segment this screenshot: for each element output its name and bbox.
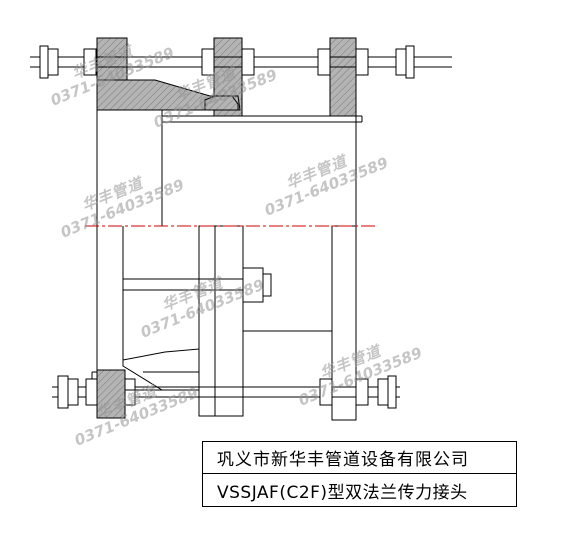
bottom-right-nut-l [319,378,333,406]
bottom-mid-nut-l [124,378,136,406]
bottom-left-flange [96,369,126,419]
bottom-left-nut-c [85,378,98,406]
bottom-right-nut-outer-a [377,378,389,406]
mid-bolt-head [242,267,264,303]
bottom-left-nut-a [57,375,69,409]
right-flange-top [329,37,357,117]
bottom-right-nut-r [355,378,369,406]
seal-ring [204,95,239,111]
top-left-nut-c [83,48,97,76]
top-right-nut-outer-b [405,45,415,79]
company-name: 巩义市新华丰管道设备有限公司 [203,442,516,474]
top-mid-nut-r [241,48,255,76]
product-name: VSSJAF(C2F)型双法兰传力接头 [217,482,468,503]
bottom-left-nut-b [67,378,79,406]
title-block: 巩义市新华丰管道设备有限公司 VSSJAF(C2F)型双法兰传力接头 [202,441,517,507]
top-right-nut-outer-a [395,48,407,76]
top-mid-nut-l [201,48,215,76]
right-flange-lower [331,225,357,421]
top-right-nut-r [355,48,369,76]
top-left-nut-b [47,48,59,76]
mid-bolt-nut [262,273,272,297]
top-right-nut-l [317,48,331,76]
gland-wedge [96,79,241,111]
top-left-nut-a [39,45,49,79]
bottom-right-nut-outer-b [387,375,397,409]
middle-flange-lower-b [214,225,244,417]
